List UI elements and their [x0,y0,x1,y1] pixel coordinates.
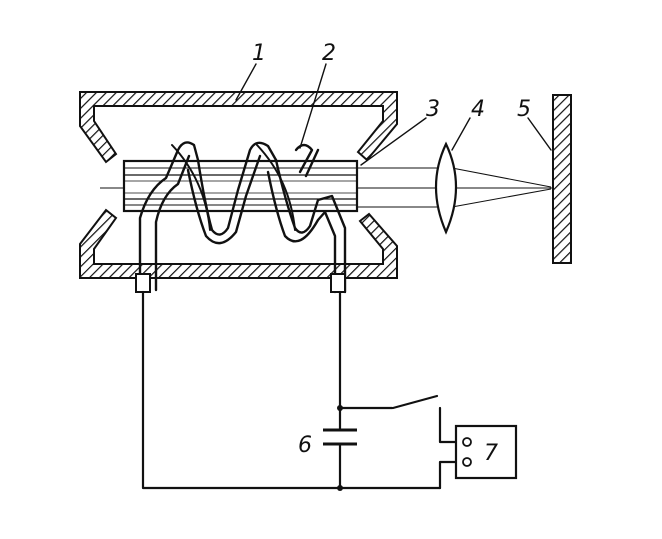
label-workpiece: 5 [517,97,531,122]
power-supply [454,424,518,480]
laser-rod [122,159,359,213]
housing-top-wall [79,91,398,164]
capacitor [323,428,357,446]
switch-blade [391,394,439,410]
label-housing: 1 [252,41,266,66]
label-power-supply: 7 [484,441,498,466]
flash-lamp [135,141,347,294]
junction-dot [337,405,343,411]
lamp-coil-front [138,141,200,292]
label-lens: 4 [471,97,485,122]
lamp-electrode-right [330,273,346,293]
junction-dot [337,485,343,491]
lens [434,141,458,235]
housing [79,91,398,279]
workpiece [552,94,572,264]
label-laser-rod: 3 [426,97,440,122]
lamp-electrode-left [135,273,151,293]
circuit [141,290,458,490]
label-capacitor: 6 [298,433,312,458]
leader-lines [235,63,552,166]
housing-bottom-wall [79,208,398,279]
label-flash-lamp: 2 [322,41,336,66]
